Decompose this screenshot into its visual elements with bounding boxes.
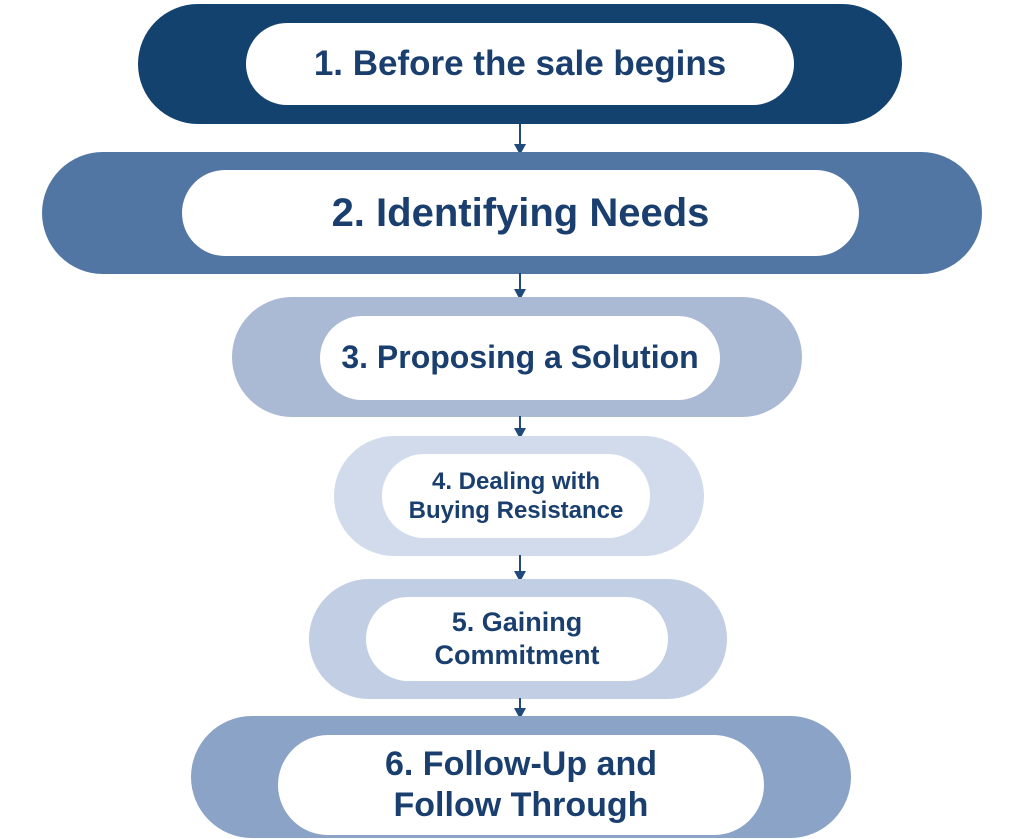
arrow-1-to-2	[511, 124, 529, 155]
step-4-label: 4. Dealing with Buying Resistance	[408, 467, 624, 524]
arrow-down-icon	[514, 124, 526, 155]
step-6-box: 6. Follow-Up and Follow Through	[278, 735, 764, 835]
step-6-pill: 6. Follow-Up and Follow Through	[191, 716, 851, 838]
arrow-5-to-6	[511, 698, 529, 719]
step-4-pill: 4. Dealing with Buying Resistance	[334, 436, 704, 556]
arrow-4-to-5	[511, 555, 529, 582]
step-3-label: 3. Proposing a Solution	[341, 339, 699, 376]
step-2-pill: 2. Identifying Needs	[42, 152, 982, 274]
step-3-box: 3. Proposing a Solution	[320, 316, 720, 400]
arrow-down-icon	[514, 555, 526, 582]
arrow-down-icon	[514, 273, 526, 300]
step-1-box: 1. Before the sale begins	[246, 23, 794, 105]
arrow-down-icon	[514, 698, 526, 719]
step-6-label: 6. Follow-Up and Follow Through	[385, 744, 657, 824]
step-2-box: 2. Identifying Needs	[182, 170, 859, 256]
step-5-label: 5. Gaining Commitment	[434, 607, 600, 670]
arrow-down-icon	[514, 416, 526, 439]
step-5-box: 5. Gaining Commitment	[366, 597, 668, 681]
step-5-pill: 5. Gaining Commitment	[309, 579, 727, 699]
step-1-label: 1. Before the sale begins	[313, 43, 727, 83]
step-1-pill: 1. Before the sale begins	[138, 4, 902, 124]
step-4-box: 4. Dealing with Buying Resistance	[382, 454, 650, 538]
step-2-label: 2. Identifying Needs	[331, 190, 710, 235]
step-3-pill: 3. Proposing a Solution	[232, 297, 802, 417]
arrow-3-to-4	[511, 416, 529, 439]
arrow-2-to-3	[511, 273, 529, 300]
